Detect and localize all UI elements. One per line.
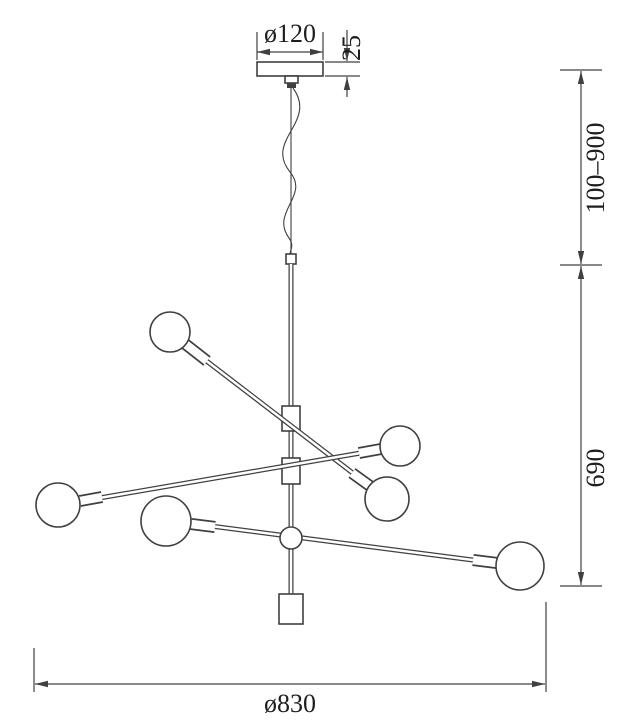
arm-fill xyxy=(186,345,372,488)
overall-width-label: ø830 xyxy=(264,689,316,718)
arm-fill xyxy=(81,448,379,503)
socket-fill xyxy=(472,555,498,568)
bulb-far-right xyxy=(495,541,545,591)
dim-canopy-height: 25 xyxy=(325,30,366,97)
arm-lower xyxy=(190,518,498,569)
canopy-height-label: 25 xyxy=(337,35,366,61)
finial xyxy=(278,593,304,625)
cable-connector xyxy=(285,253,297,265)
cable-clamp xyxy=(287,83,296,88)
suspension-range-label: 100–900 xyxy=(581,123,610,214)
bulb-upper-left xyxy=(149,311,191,353)
bulbs xyxy=(35,311,545,591)
bulb-right-middle xyxy=(379,425,421,467)
socket-fill xyxy=(181,339,210,365)
bulb-far-left xyxy=(35,482,81,528)
dim-suspension-range: 100–900 xyxy=(560,69,610,266)
dim-canopy-diameter: ø120 xyxy=(256,19,324,60)
fixture-height-label: 690 xyxy=(581,449,610,488)
hanging-cable xyxy=(282,87,301,259)
canopy-gland xyxy=(284,75,299,84)
arm-upper xyxy=(180,338,374,491)
socket-fill xyxy=(349,469,373,490)
canopy-body xyxy=(256,61,324,77)
dim-fixture-height: 690 xyxy=(560,266,610,587)
bulb-left-center xyxy=(140,495,192,547)
suspension xyxy=(282,87,301,265)
arm-fill xyxy=(202,523,489,564)
bulb-center-right xyxy=(364,476,410,522)
dim-overall-width: ø830 xyxy=(33,602,547,718)
socket-fill xyxy=(79,492,103,506)
ball-joint xyxy=(279,526,303,550)
arm-middle xyxy=(78,443,383,507)
canopy xyxy=(256,61,324,88)
canopy-diameter-label: ø120 xyxy=(264,19,316,48)
socket-fill xyxy=(358,444,382,458)
socket-fill xyxy=(190,519,216,532)
